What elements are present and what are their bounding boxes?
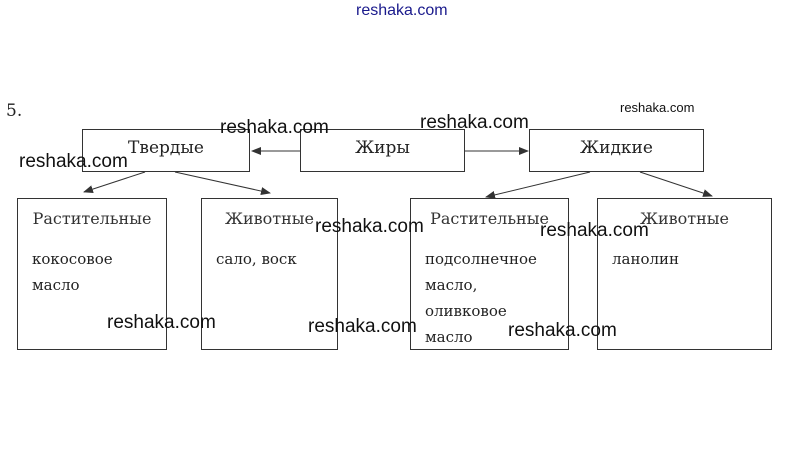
category-box-animal-solid: Животные сало, воск xyxy=(201,198,338,350)
watermark: reshaka.com xyxy=(540,220,649,241)
watermark: reshaka.com xyxy=(420,112,529,133)
watermark: reshaka.com xyxy=(315,216,424,237)
watermark: reshaka.com xyxy=(220,117,329,138)
category-title: Животные xyxy=(225,209,314,228)
watermark-top: reshaka.com xyxy=(356,2,448,19)
category-title: Растительные xyxy=(430,209,549,228)
category-box-animal-liquid: Животные ланолин xyxy=(597,198,772,350)
category-item: масло xyxy=(32,276,80,294)
arrow-left-cat2 xyxy=(174,171,271,195)
watermark: reshaka.com xyxy=(107,312,216,333)
box-liquid: Жидкие xyxy=(529,129,704,172)
category-title: Животные xyxy=(640,209,729,228)
arrow-right-cat4 xyxy=(639,171,713,197)
watermark: reshaka.com xyxy=(19,151,128,172)
box-solid-label: Твердые xyxy=(128,138,204,158)
arrow-left-cat1 xyxy=(83,171,146,193)
box-root-label: Жиры xyxy=(355,138,410,158)
watermark-small: reshaka.com xyxy=(620,100,695,115)
box-solid: Твердые xyxy=(82,129,250,172)
category-box-plant-liquid: Растительные подсолнечное масло, оливков… xyxy=(410,198,569,350)
category-title: Растительные xyxy=(32,209,152,228)
arrow-right-cat3 xyxy=(485,171,591,199)
category-item: кокосовое xyxy=(32,250,113,268)
category-item: масло, xyxy=(425,276,478,294)
question-number: 5. xyxy=(6,101,23,121)
box-root: Жиры xyxy=(300,129,465,172)
category-item: подсолнечное xyxy=(425,250,537,268)
watermark: reshaka.com xyxy=(308,316,417,337)
category-item: сало, воск xyxy=(216,250,297,268)
watermark: reshaka.com xyxy=(508,320,617,341)
category-item: масло xyxy=(425,328,473,346)
box-liquid-label: Жидкие xyxy=(580,138,653,158)
category-item: оливковое xyxy=(425,302,507,320)
category-item: ланолин xyxy=(612,250,680,268)
category-box-plant-solid: Растительные кокосовое масло xyxy=(17,198,167,350)
